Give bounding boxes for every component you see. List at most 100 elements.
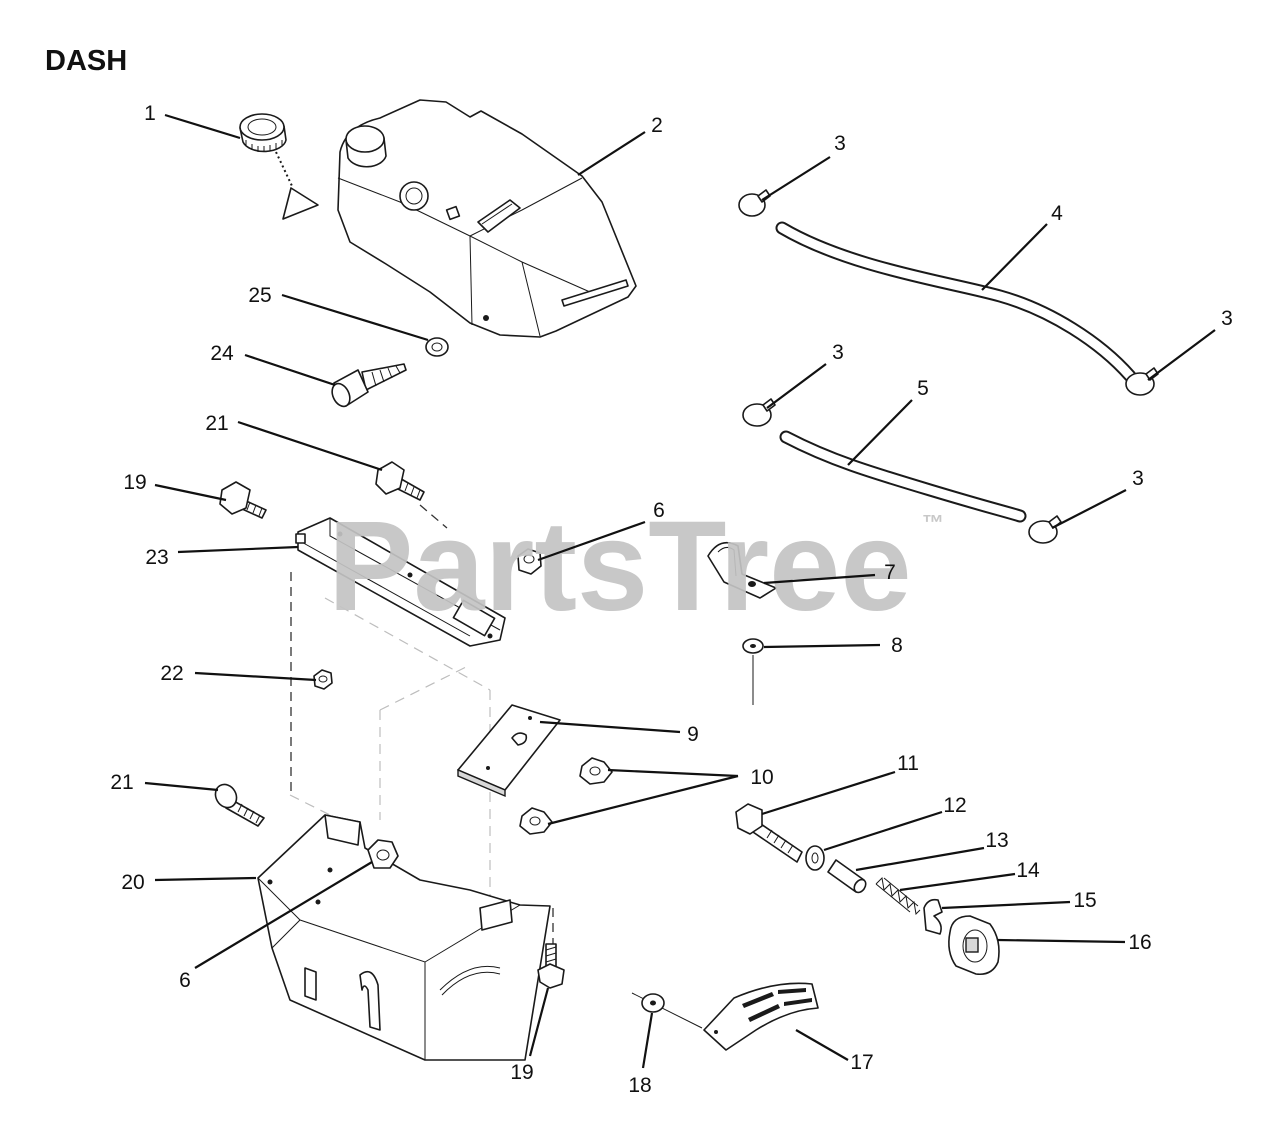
panel-edges [257,877,521,1060]
bolt-head [375,461,405,495]
leader-line [941,900,1071,910]
leader-line [899,872,1016,892]
callout-label: 3 [1132,467,1144,490]
callout-label: 19 [510,1061,533,1084]
mount-hole [483,315,489,321]
bracket-end-tab [452,599,496,637]
washer-inner [811,852,819,864]
guide-line [289,794,331,816]
callout-label: 3 [832,341,844,364]
nut-hole [589,766,601,776]
guide-line [379,664,471,711]
console-panel-20 [257,814,551,1061]
callout-label: 21 [110,771,133,794]
fuel-cap-top [239,113,285,141]
knob-face [962,929,988,963]
guide-line [419,504,448,529]
screw-24 [331,363,407,408]
guide-line [631,992,703,1029]
clip-body [923,898,943,935]
callout-label: 14 [1016,859,1040,882]
lower-slot [561,279,629,307]
leader-line [577,131,646,176]
guide-line [324,597,491,691]
decal-marking [742,988,812,1022]
callout-label: 22 [160,662,183,685]
washer-outer [425,337,449,357]
hose-clamp [738,189,771,217]
assembly-guide-lines [289,504,754,1029]
callout-label: 10 [750,766,773,789]
leader-line [539,720,681,734]
panel-hole [267,879,273,885]
callout-label: 16 [1128,931,1151,954]
bolt-threads [246,501,263,517]
nut-body [367,839,399,869]
diagram-title: DASH [45,45,127,77]
callout-label: 6 [653,499,665,522]
leader-lines [144,113,1216,1069]
panel-arc-slot-2 [441,971,501,996]
clamp-ring [1125,372,1155,396]
ignition-hole-inner [405,187,423,205]
washer-25 [425,337,449,357]
callout-label: 20 [121,871,144,894]
nut-body [517,548,542,575]
leader-line [997,938,1126,944]
bolt-11 [735,803,803,863]
bracket-hole [487,633,493,639]
leader-line [981,223,1048,291]
washer-12 [805,845,825,871]
leader-line [1051,489,1127,529]
nut-body [579,757,613,785]
callout-label: 8 [891,634,903,657]
clamp-tab [1145,367,1159,381]
spring-outline [875,877,919,913]
leader-line [194,671,317,682]
knob-slot [965,937,979,953]
clamp-tab [762,398,776,412]
bolt-21-upper [375,461,425,501]
hose-fill [781,432,1025,521]
callout-label: 23 [145,546,168,569]
callout-label: 2 [651,114,663,137]
bolt-threads [766,829,794,854]
clip-15 [923,898,943,935]
leader-line [763,573,876,585]
hose-clamp [742,398,776,427]
leader-line [154,483,227,502]
callout-label: 3 [1221,307,1233,330]
leader-line [607,768,739,778]
bracket-edges [297,518,501,637]
bolt-threads [237,803,261,824]
panel-hole [327,867,333,873]
nut-10-lower [519,807,553,835]
washer-inner [650,1000,656,1006]
throttle-slot-inner [481,203,513,225]
bracket-23 [295,517,506,647]
bolt-head [537,963,565,989]
decal-hole [714,1030,718,1034]
callout-labels: 1 2 3 4 3 25 24 3 5 3 21 19 6 23 7 8 22 … [110,102,1233,1097]
callout-label: 24 [210,342,234,365]
bracket-tab [295,533,306,544]
washer-inner [750,644,756,648]
nut-6-upper [517,548,542,575]
knob-16 [948,915,1000,976]
switch-hole [445,205,461,221]
screw-threads [371,365,401,387]
callout-label: 3 [834,132,846,155]
plate-edge [457,768,506,798]
spring-coil [875,876,921,916]
spacer-end [853,878,867,894]
bolt-head [219,481,251,515]
washer-inner [431,342,443,352]
nut-body [519,807,553,835]
throttle-slot [477,199,521,233]
panel-hole [315,899,321,905]
clamp-tab [1048,515,1062,529]
clamp-ring [1028,520,1058,544]
washer-8 [742,638,764,654]
watermark-trademark: ™ [922,510,944,535]
leader-line [177,545,299,554]
